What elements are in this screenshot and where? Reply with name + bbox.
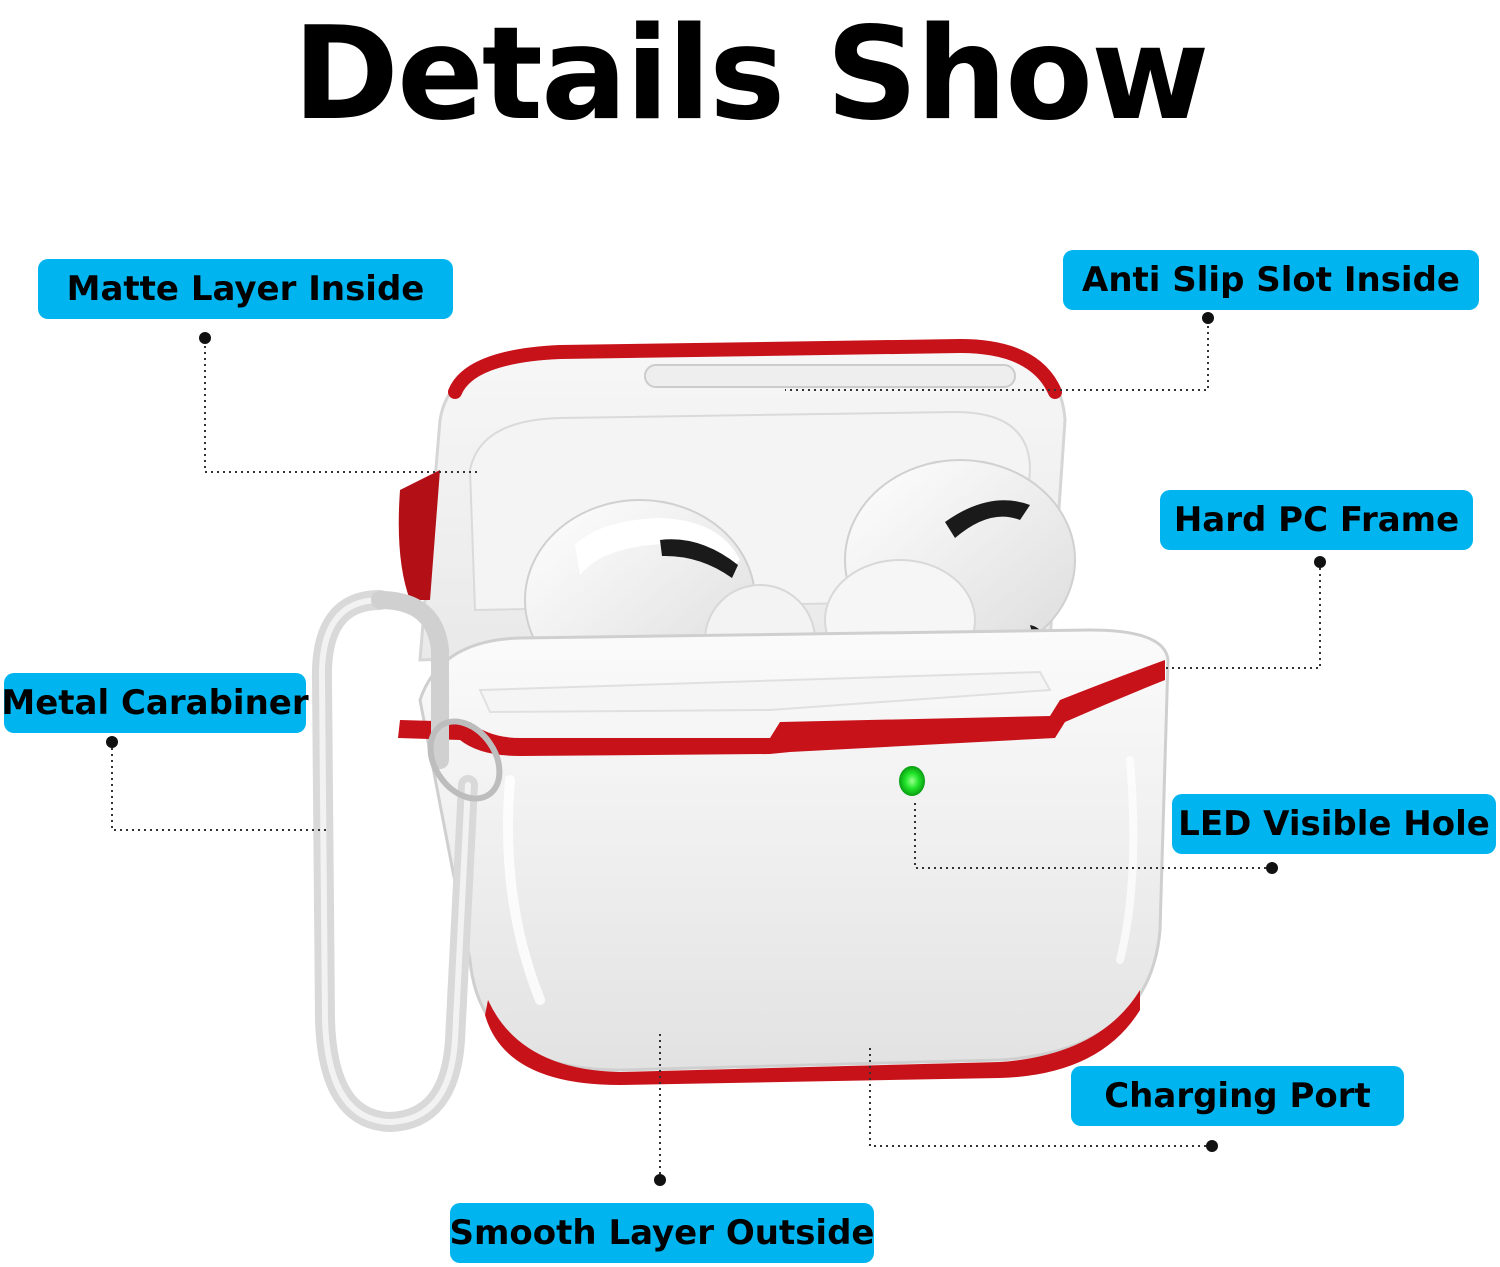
led-indicator	[899, 766, 925, 796]
leader-dots	[106, 312, 1326, 1186]
label-smooth-layer-outside: Smooth Layer Outside	[450, 1203, 874, 1263]
label-led-visible-hole: LED Visible Hole	[1172, 794, 1496, 854]
carabiner	[311, 590, 503, 1133]
leader-lines	[111, 320, 1321, 1180]
label-anti-slip-slot-inside: Anti Slip Slot Inside	[1063, 250, 1479, 310]
case-body	[398, 628, 1170, 1085]
page-title: Details Show	[292, 0, 1210, 149]
label-hard-pc-frame: Hard PC Frame	[1160, 490, 1473, 550]
label-charging-port: Charging Port	[1071, 1066, 1404, 1126]
label-matte-layer-inside: Matte Layer Inside	[38, 259, 453, 319]
label-metal-carabiner: Metal Carabiner	[1, 673, 309, 733]
